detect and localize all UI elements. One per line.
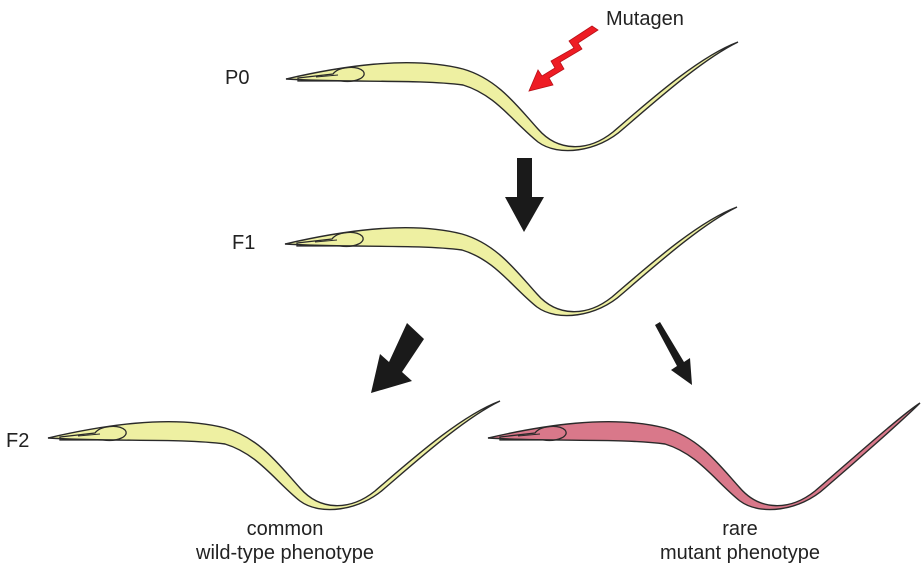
caption-common-line2: wild-type phenotype (140, 541, 430, 565)
arrow-f1-to-common (371, 323, 424, 393)
caption-rare-line2: mutant phenotype (595, 541, 885, 565)
worm-body (285, 207, 737, 316)
label-f2: F2 (6, 430, 29, 452)
worm-body (286, 42, 738, 151)
worm-f2-mutant (488, 403, 920, 510)
worm-body (48, 401, 500, 510)
worm-f2-common (48, 401, 500, 510)
caption-rare-line1: rare (595, 517, 885, 541)
worm-f1 (285, 207, 737, 316)
label-p0: P0 (225, 67, 249, 89)
mutagen-bolt (529, 26, 598, 91)
worm-p0 (286, 42, 738, 151)
caption-common-phenotype: common wild-type phenotype (140, 517, 430, 565)
label-mutagen: Mutagen (606, 8, 684, 30)
arrow-f1-to-rare (655, 322, 692, 385)
caption-rare-phenotype: rare mutant phenotype (595, 517, 885, 565)
label-f1: F1 (232, 232, 255, 254)
arrow-p0-to-f1 (505, 158, 544, 232)
caption-common-line1: common (140, 517, 430, 541)
worm-body (488, 403, 920, 510)
